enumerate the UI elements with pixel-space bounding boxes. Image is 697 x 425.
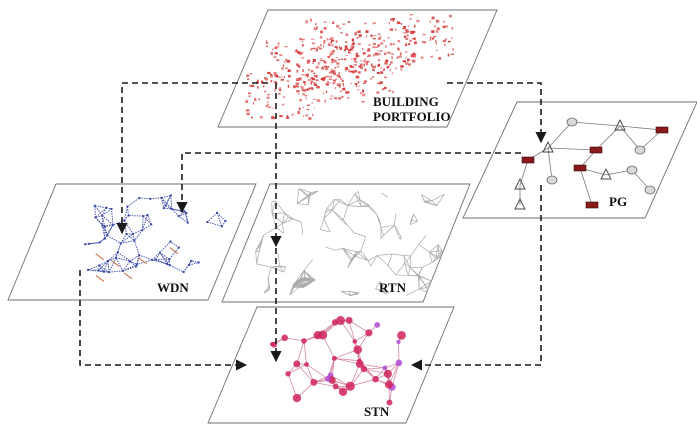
dependency-arrows [79, 82, 547, 371]
rtn-layer: RTN [221, 183, 471, 303]
stn-label: STN [364, 404, 390, 419]
stn-plane [207, 306, 455, 424]
arrow-wdn-to-stn [79, 270, 248, 371]
power-grid-map [514, 117, 669, 210]
building-portfolio-label-line1: BUILDING [373, 94, 439, 109]
pg-label: PG [609, 194, 627, 209]
water-distribution-network-map [84, 194, 227, 282]
wdn-plane [7, 183, 257, 301]
pg-plane [462, 101, 697, 219]
building-portfolio-layer: BUILDING PORTFOLIO [217, 9, 498, 128]
arrow-building-to-wdn [116, 82, 268, 235]
rtn-plane [221, 183, 471, 303]
stn-layer: STN [207, 306, 455, 424]
wdn-layer: WDN [7, 183, 257, 301]
social-network-map [269, 316, 406, 406]
road-transportation-network-map [255, 188, 445, 297]
pg-layer: PG [462, 101, 697, 219]
arrow-pg-to-stn [410, 185, 542, 371]
rtn-label: RTN [379, 280, 407, 295]
building-portfolio-map [245, 14, 454, 120]
building-portfolio-label-line2: PORTFOLIO [373, 109, 451, 124]
arrow-building-to-pg [447, 82, 547, 144]
arrow-pg-to-wdn [176, 152, 521, 214]
wdn-label: WDN [157, 280, 189, 295]
building-portfolio-plane [217, 9, 498, 128]
